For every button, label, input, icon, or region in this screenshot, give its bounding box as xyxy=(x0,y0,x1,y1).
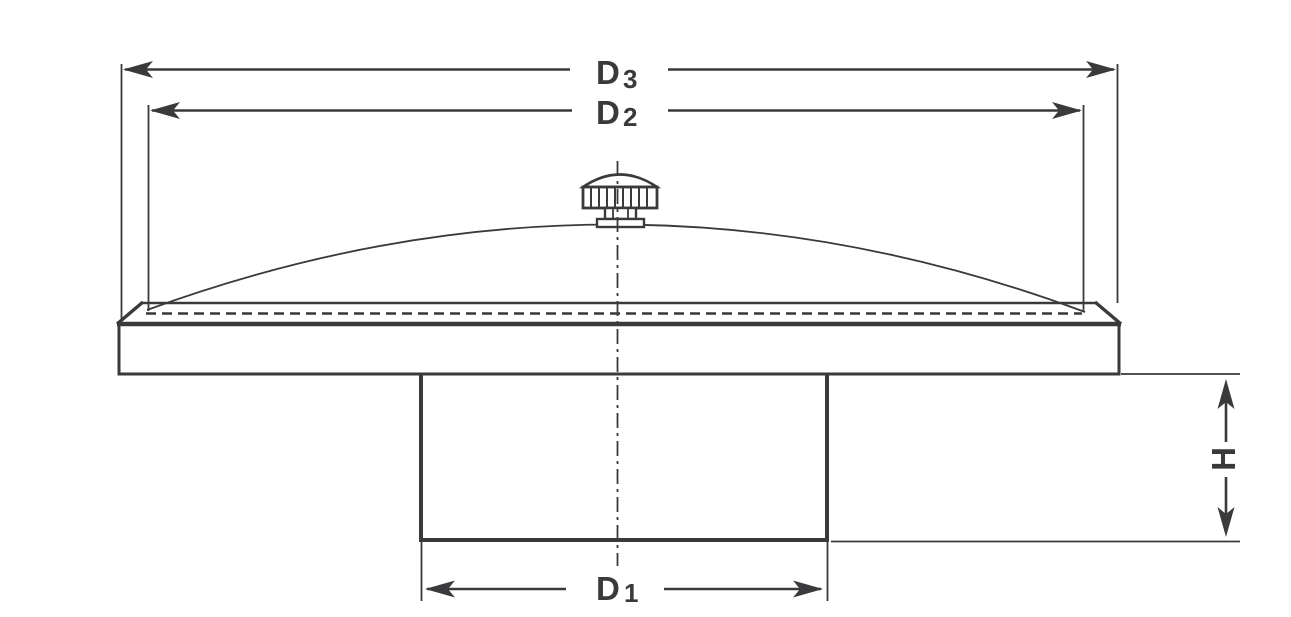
dimension-label-d1: D xyxy=(596,570,620,607)
rim-left-bevel xyxy=(115,300,145,326)
dimension-label-h: H xyxy=(1205,447,1242,471)
d2-arrowhead-left xyxy=(150,102,180,119)
knob-knurl-lines xyxy=(590,188,648,207)
d2-arrowhead-right xyxy=(1052,102,1082,119)
knob-knurled-band xyxy=(581,185,659,210)
d3-arrowhead-right xyxy=(1086,61,1116,78)
knob-stem xyxy=(603,206,638,221)
dimension-label-d2-subscript: 2 xyxy=(623,102,637,132)
dimension-label-d1-subscript: 1 xyxy=(624,578,638,608)
knob-base-plate xyxy=(595,217,646,229)
rim-right-bevel xyxy=(1093,300,1123,326)
h-arrowhead-down xyxy=(1217,507,1235,537)
dimension-label-d2: D xyxy=(596,94,620,131)
dimension-label-d3-subscript: 3 xyxy=(623,64,637,94)
knob-cap xyxy=(578,173,662,189)
dome-lid-curve xyxy=(146,223,1086,313)
h-arrowhead-up xyxy=(1217,379,1235,409)
d1-arrowhead-right xyxy=(793,580,823,598)
d3-arrowhead-left xyxy=(123,61,153,78)
d1-arrowhead-left xyxy=(425,580,455,598)
dimension-label-d3: D xyxy=(596,54,620,91)
